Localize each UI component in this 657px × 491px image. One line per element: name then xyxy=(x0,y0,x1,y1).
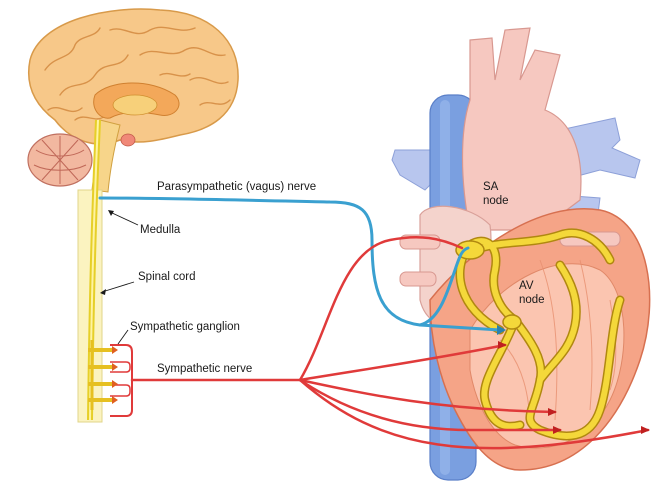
brain xyxy=(28,9,238,192)
aorta xyxy=(463,28,581,230)
label-av-node-line2: node xyxy=(519,294,545,306)
label-spinal-cord: Spinal cord xyxy=(138,271,196,283)
label-av-node-line1: AV xyxy=(519,280,534,292)
av-node xyxy=(503,315,521,329)
label-sa-node-line1: SA xyxy=(483,181,499,193)
cerebellum xyxy=(28,134,92,186)
label-medulla: Medulla xyxy=(140,224,181,236)
label-sympathetic-nerve: Sympathetic nerve xyxy=(157,363,252,375)
label-parasympathetic-nerve: Parasympathetic (vagus) nerve xyxy=(157,181,316,193)
label-sympathetic-ganglion: Sympathetic ganglion xyxy=(130,321,240,333)
label-sa-node-line2: node xyxy=(483,195,509,207)
